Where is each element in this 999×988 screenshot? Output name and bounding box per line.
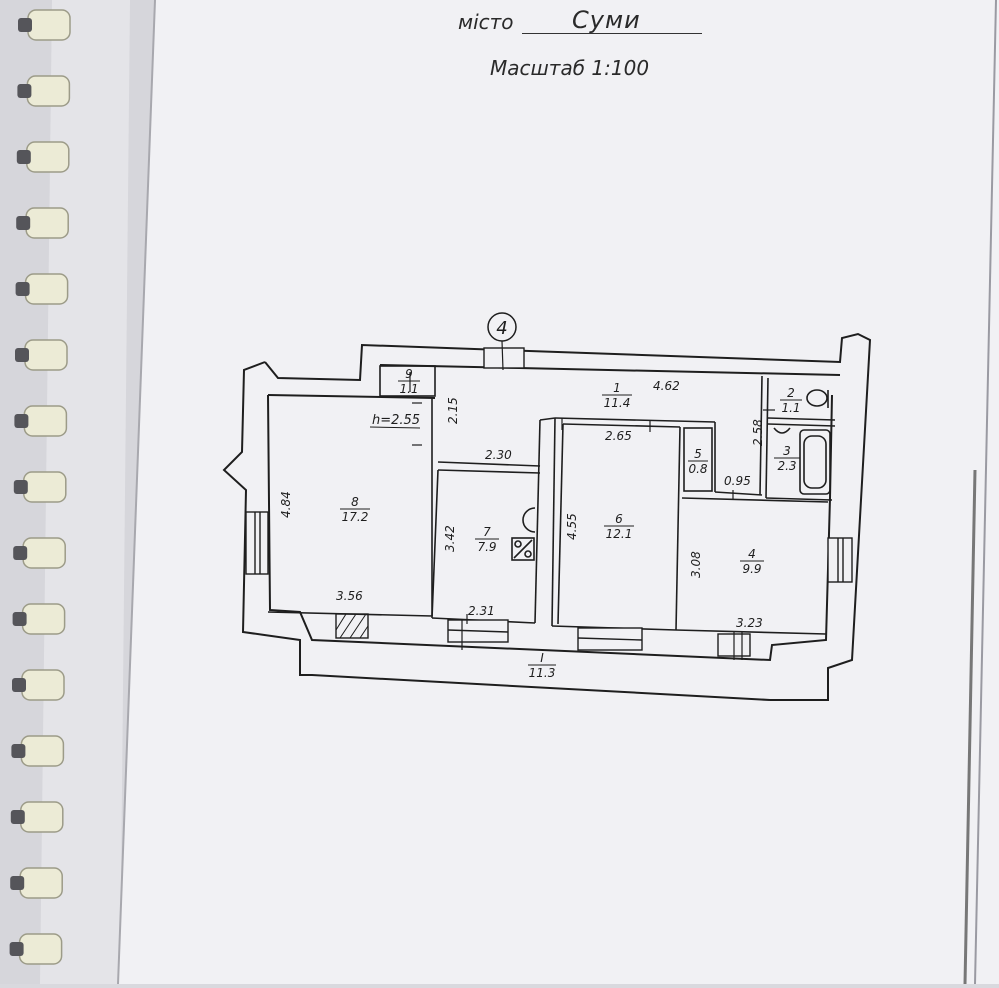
- dim-0-95: 0.95: [724, 474, 751, 488]
- room-4: 4 9.9: [740, 547, 764, 576]
- room-area: 1.1: [399, 382, 418, 396]
- room-number: 4: [748, 547, 756, 561]
- binding-hole: [18, 18, 32, 32]
- room-6: 6 12.1: [604, 512, 634, 541]
- dim-2-15: 2.15: [446, 397, 460, 424]
- room-number: 3: [783, 444, 791, 458]
- room-area: 11.4: [604, 396, 631, 410]
- dim-3-42: 3.42: [443, 525, 457, 552]
- room-2: 2 1.1: [780, 386, 802, 415]
- axis-marker: 4: [487, 312, 517, 371]
- room-area: 1.1: [781, 401, 800, 415]
- dim-4-62: 4.62: [653, 379, 680, 393]
- binding-ring: [26, 75, 71, 107]
- back-page: [40, 0, 130, 984]
- dim-4-55: 4.55: [565, 513, 579, 540]
- outer-walls: [222, 332, 872, 701]
- city-name: Суми: [572, 6, 641, 34]
- dim-2-31: 2.31: [468, 604, 495, 618]
- binding-hole: [16, 150, 31, 164]
- dim-3-56: 3.56: [336, 589, 363, 603]
- binding-ring: [25, 207, 69, 239]
- binding-hole: [15, 348, 29, 362]
- room-area: 17.2: [342, 510, 369, 524]
- binding-ring: [20, 801, 64, 833]
- binding-hole: [17, 84, 32, 98]
- binding-hole: [13, 480, 28, 494]
- room-number: 8: [351, 495, 359, 509]
- dimension-ticks: [409, 372, 775, 660]
- binding-ring: [21, 603, 66, 635]
- binding-hole: [15, 282, 30, 296]
- axis-marker-label: 4: [496, 318, 507, 339]
- room-number: 7: [483, 525, 491, 539]
- room-balcony: I 11.3: [528, 651, 556, 680]
- room-area: 7.9: [477, 540, 496, 554]
- binding-ring: [19, 867, 63, 899]
- ceiling-height-label: h=2.55: [372, 413, 420, 428]
- binding-ring: [23, 471, 67, 503]
- binding-ring: [23, 405, 68, 437]
- binding-ring: [18, 933, 63, 965]
- room-5: 5 0.8: [688, 447, 708, 476]
- binding-ring: [27, 9, 71, 41]
- binding-hole: [10, 810, 25, 824]
- binding-hole: [10, 876, 25, 890]
- room-number: 9: [405, 367, 413, 381]
- binding-ring: [21, 669, 65, 701]
- dimension-labels: 4.62 2.15 2.30 2.65 2.58 0.95 4.84 3.42 …: [279, 379, 765, 630]
- room-area: 0.8: [688, 462, 707, 476]
- interior-walls: [267, 365, 836, 635]
- room-7: 7 7.9: [475, 525, 499, 554]
- room-number: 2: [787, 386, 795, 400]
- dim-3-08: 3.08: [689, 551, 703, 578]
- city-underline: [522, 33, 702, 34]
- binding-hole: [11, 744, 26, 758]
- room-number: I: [540, 651, 544, 665]
- room-number: 1: [613, 381, 621, 395]
- binding-ring: [24, 273, 69, 305]
- room-3: 3 2.3: [774, 444, 800, 473]
- dim-2-65: 2.65: [605, 429, 632, 443]
- dim-3-23: 3.23: [736, 616, 763, 630]
- paper-sheet: [118, 0, 999, 984]
- room-area: 9.9: [742, 562, 761, 576]
- binding-ring: [20, 735, 65, 767]
- dim-2-58: 2.58: [751, 419, 765, 446]
- binding-ring: [26, 141, 70, 173]
- binding-ring: [22, 537, 66, 569]
- room-9: 9 1.1: [398, 367, 420, 396]
- room-area: 11.3: [529, 666, 556, 680]
- room-labels: 9 1.1 1 11.4 2 1.1 3 2.3 5 0.8 8 17.2: [340, 367, 802, 680]
- binding-hole: [13, 546, 28, 560]
- binding-hole: [12, 678, 26, 692]
- binding-ring: [24, 339, 68, 371]
- hatched-block: [335, 613, 369, 639]
- dim-2-30: 2.30: [485, 448, 512, 462]
- binding-hole: [9, 942, 24, 956]
- binding-hole: [16, 216, 31, 230]
- room-number: 5: [694, 447, 702, 461]
- scale-label: Масштаб 1:100: [490, 56, 650, 80]
- binding-hole: [12, 612, 27, 626]
- room-8: 8 17.2: [340, 495, 370, 524]
- room-area: 2.3: [777, 459, 796, 473]
- room-number: 6: [615, 512, 623, 526]
- dim-4-84: 4.84: [279, 491, 293, 518]
- room-1: 1 11.4: [602, 381, 632, 410]
- binding-hole: [14, 414, 29, 428]
- city-label: місто: [458, 10, 514, 34]
- room-area: 12.1: [606, 527, 633, 541]
- spiral-binding: [9, 9, 71, 965]
